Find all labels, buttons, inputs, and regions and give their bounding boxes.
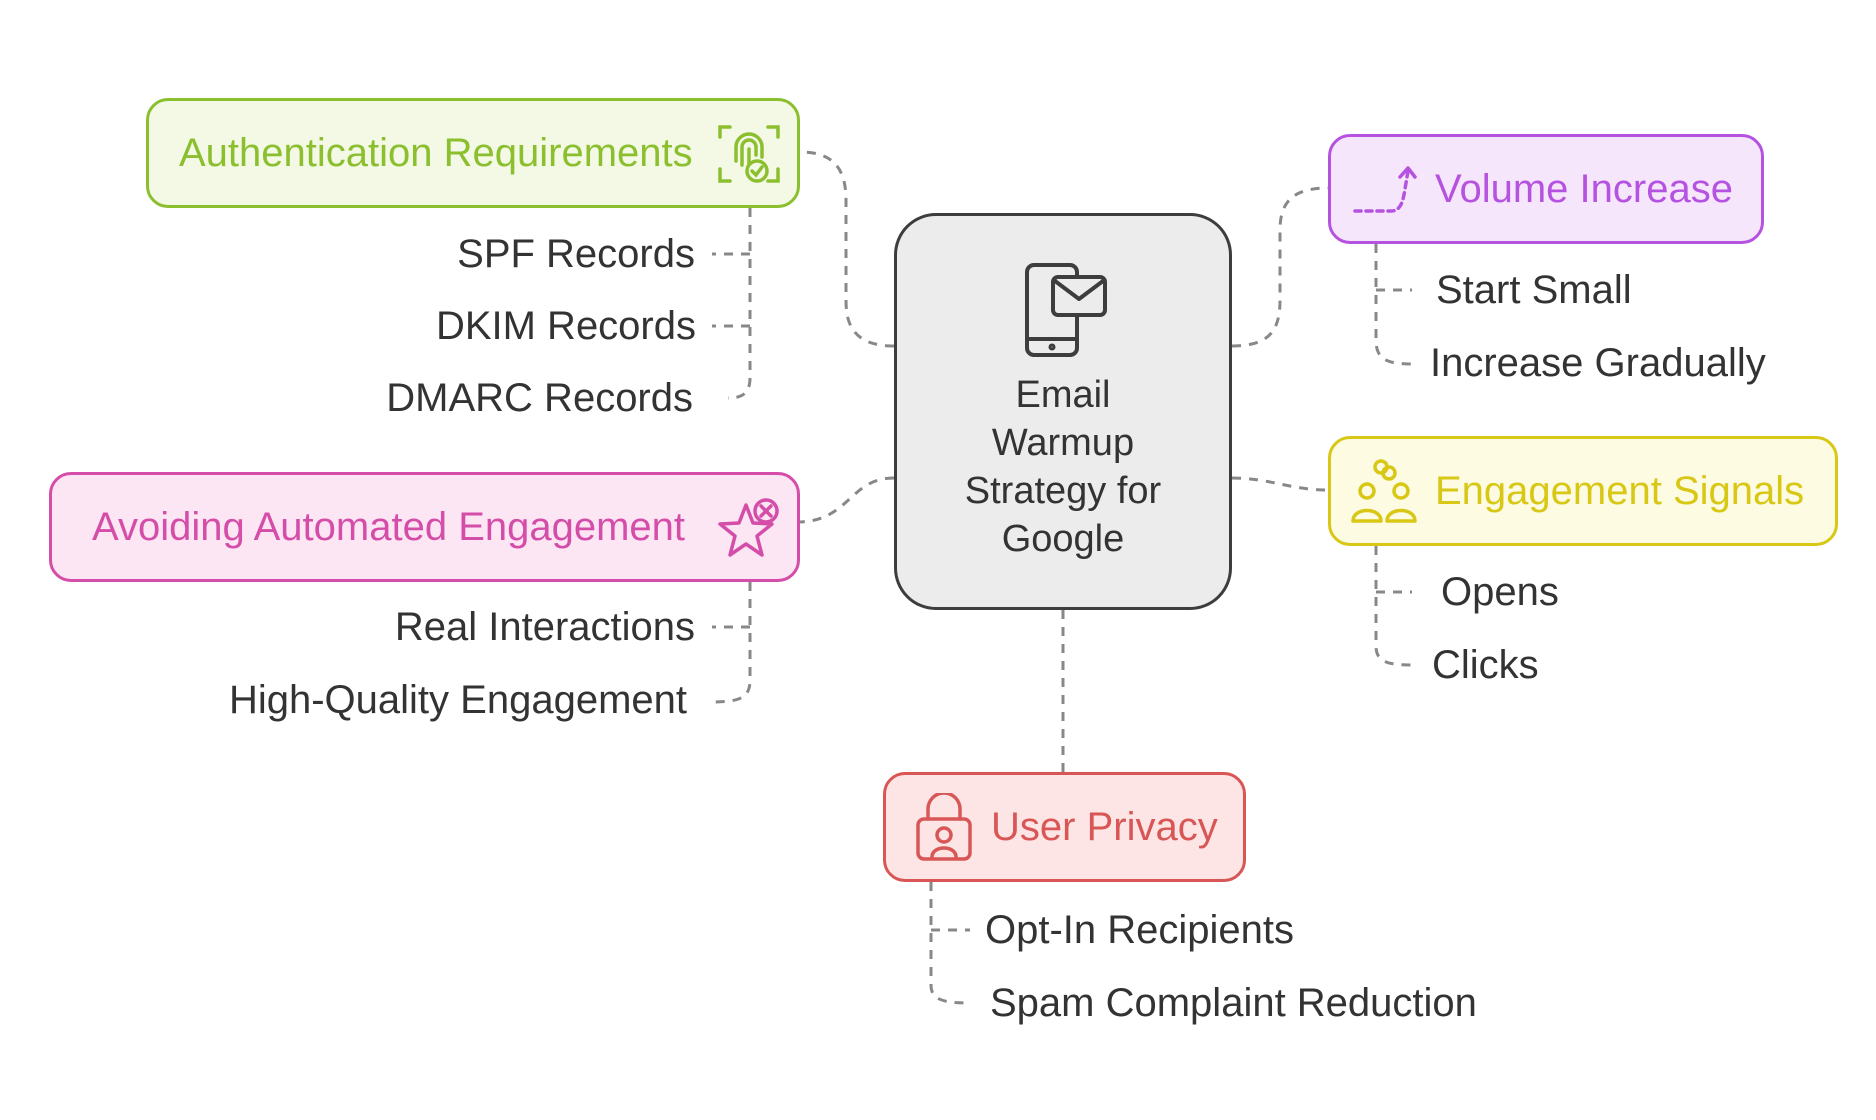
leaf-increase-gradually: Increase Gradually [1430,341,1766,385]
branch-title: User Privacy [991,804,1218,849]
star-x-icon [718,498,779,557]
phone-mail-icon [1025,263,1107,357]
leaf-high-quality-engagement: High-Quality Engagement [228,678,687,722]
branch-title: Volume Increase [1435,166,1733,211]
connector-center-avoid [799,476,895,524]
branch-volume-increase: Volume Increase [1328,134,1764,244]
branch-title: Authentication Requirements [179,130,693,175]
leaf-opens: Opens [1441,570,1559,614]
connector-center-auth [799,150,895,348]
trend-up-arrow-icon [1353,166,1417,213]
leaf-real-interactions: Real Interactions [394,605,695,649]
leaf-start-small: Start Small [1436,268,1632,312]
connector-avoid-spine [709,582,752,704]
leaf-dkim-records: DKIM Records [435,304,696,348]
branch-title: Engagement Signals [1435,468,1805,513]
connector-center-engage [1231,476,1329,492]
branch-avoiding-automated-engagement: Avoiding Automated Engagement [49,472,800,582]
connector-privacy-spine [929,882,971,1005]
connector-volume-spine [1374,244,1413,366]
leaf-spam-complaint-reduction: Spam Complaint Reduction [990,981,1477,1025]
fingerprint-check-icon [718,125,780,183]
leaf-clicks: Clicks [1432,643,1539,687]
connector-auth-spine [727,208,752,400]
people-link-icon [1351,459,1417,523]
leaf-dmarc-records: DMARC Records [386,376,693,420]
branch-title: Avoiding Automated Engagement [92,504,686,549]
connector-engage-spine [1374,546,1413,667]
branch-authentication-requirements: Authentication Requirements [146,98,800,208]
branch-user-privacy: User Privacy [883,772,1246,882]
connector-center-volume [1231,186,1329,348]
lock-user-icon [916,793,972,861]
branch-engagement-signals: Engagement Signals [1328,436,1838,546]
central-topic-node: Email Warmup Strategy for Google [894,213,1232,610]
central-topic-title: Email Warmup Strategy for Google [964,374,1162,560]
leaf-spf-records: SPF Records [457,232,695,276]
leaf-opt-in-recipients: Opt-In Recipients [985,908,1295,952]
